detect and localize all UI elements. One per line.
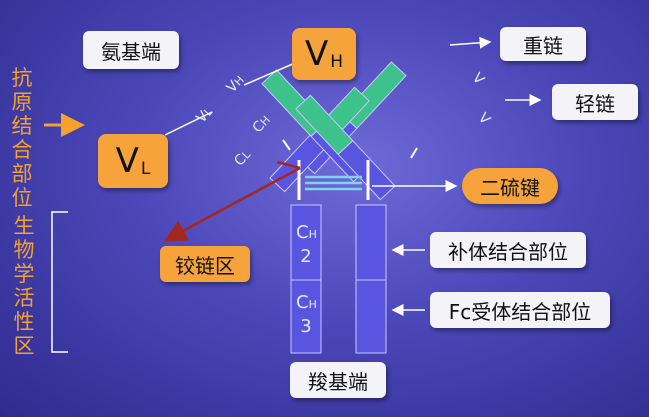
hinge-region-label: 铰链区 (160, 246, 250, 282)
fc-right-stem (355, 204, 387, 354)
complement-site-label: 补体结合部位 (430, 232, 586, 268)
ch2-label: CH 2 (296, 222, 317, 267)
amino-end-label: 氨基端 (83, 31, 179, 69)
fc-receptor-site-label: Fc受体结合部位 (430, 292, 610, 328)
ch3-label: CH 3 (296, 292, 317, 337)
heavy-chain-label: 重链 (500, 27, 586, 61)
antigen-binding-site-label: 抗原结合部位 (11, 66, 33, 210)
carboxyl-end-label: 羧基端 (290, 362, 386, 398)
light-chain-label: 轻链 (552, 84, 638, 120)
biological-active-region-label: 生物学活性区 (13, 214, 35, 358)
fc-left-stem (290, 204, 322, 354)
disulfide-bond-label: 二硫键 (462, 168, 558, 204)
